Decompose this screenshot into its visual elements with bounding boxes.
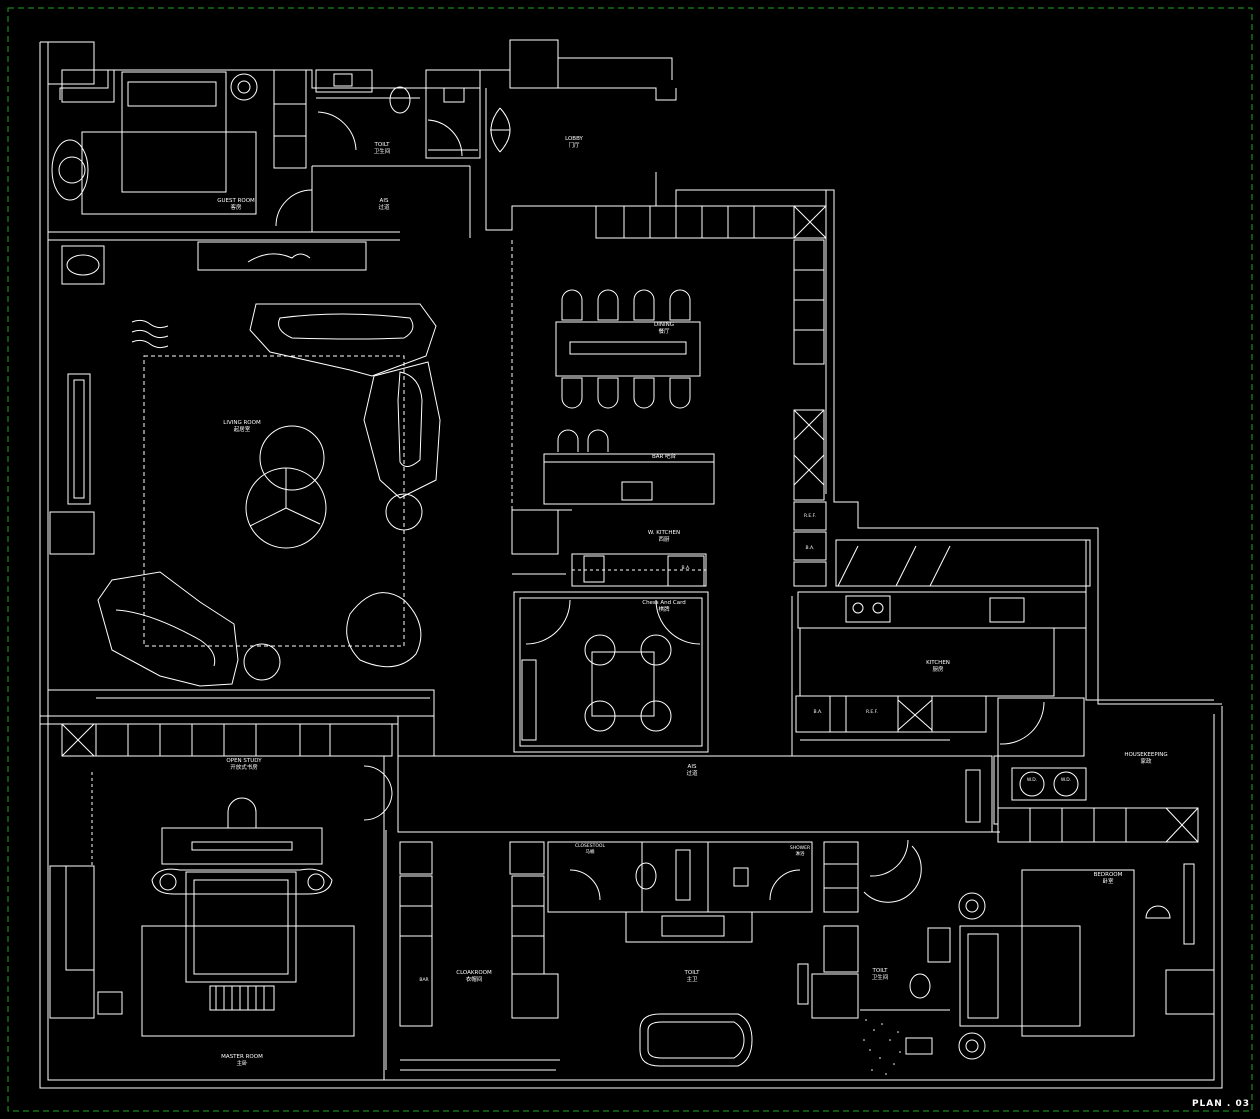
w-kitchen bbox=[511, 509, 709, 753]
top-toilet bbox=[315, 69, 481, 159]
bedroom bbox=[869, 807, 1215, 1060]
label-bar: BAR 吧台 bbox=[651, 454, 677, 460]
plan-title: PLAN . 03 bbox=[1191, 1099, 1250, 1109]
toilet-floor-pattern bbox=[863, 1019, 901, 1075]
tag-ba-1: B.A. bbox=[805, 546, 815, 551]
tag-ba-2: B.A. bbox=[681, 566, 691, 571]
tag-ba-3: B.A. bbox=[813, 710, 823, 715]
bar bbox=[543, 429, 715, 505]
sheet-border bbox=[7, 7, 1253, 1112]
cloakroom bbox=[399, 841, 560, 1071]
dining bbox=[511, 205, 827, 510]
tag-wd-1: W.D. bbox=[1026, 778, 1038, 783]
kitchen bbox=[791, 501, 1091, 756]
lobby bbox=[490, 107, 511, 153]
housekeeping bbox=[993, 697, 1087, 825]
tag-ref-2: R.E.F. bbox=[866, 710, 878, 715]
tag-bar: BAR bbox=[419, 978, 429, 983]
corridor bbox=[397, 755, 1000, 833]
tag-wd-2: W.D. bbox=[1060, 778, 1072, 783]
living-room bbox=[49, 241, 441, 687]
guest-room bbox=[48, 69, 471, 241]
tag-ref-1: R.E.F. bbox=[804, 514, 816, 519]
bedroom-toilet bbox=[811, 841, 951, 1055]
master-toilet bbox=[547, 841, 813, 1067]
open-study bbox=[40, 689, 435, 1080]
master-room bbox=[49, 772, 387, 1070]
